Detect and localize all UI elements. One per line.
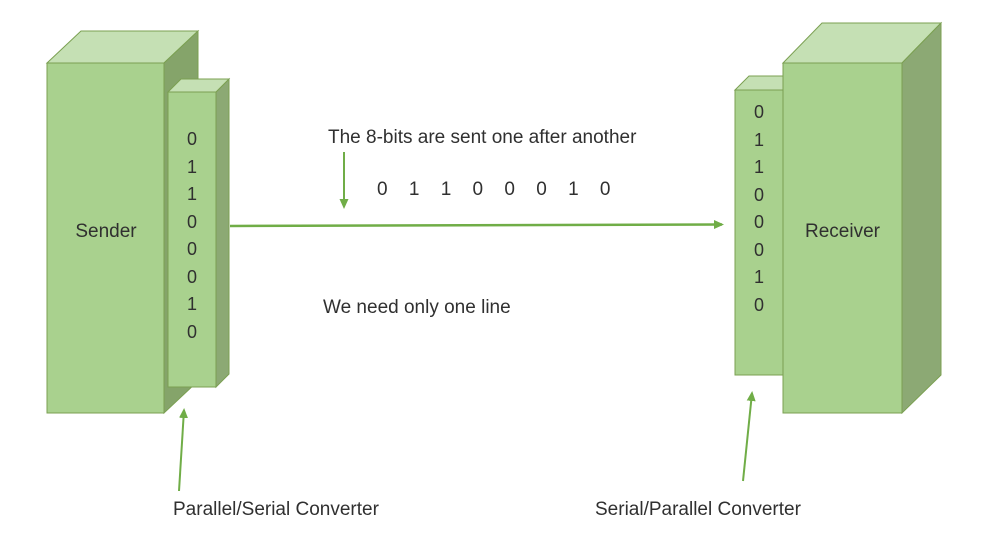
bit: 1 xyxy=(753,129,764,150)
sender-converter-side-face xyxy=(215,77,230,389)
bit: 0 xyxy=(753,239,764,260)
parallel-serial-converter-label: Parallel/Serial Converter xyxy=(173,499,379,520)
bit: 0 xyxy=(186,239,197,259)
bit: 1 xyxy=(753,267,764,287)
bit: 0 xyxy=(186,321,197,342)
bit: 0 xyxy=(753,184,764,205)
bit: 1 xyxy=(753,157,764,177)
sender-label: Sender xyxy=(75,221,137,242)
serial-parallel-pointer-arrow xyxy=(742,391,756,482)
bit: 1 xyxy=(186,184,197,204)
receiver-label: Receiver xyxy=(805,221,880,242)
sender-converter-front-face xyxy=(167,91,217,388)
bit: 0 xyxy=(186,129,197,149)
receiver-box-front-face xyxy=(782,62,903,414)
bit: 1 xyxy=(186,294,197,314)
bit: 0 xyxy=(186,266,197,287)
receiver-bits-column: 0 1 1 0 0 0 1 0 xyxy=(735,99,783,319)
serial-line-arrow xyxy=(229,220,724,230)
serial-annotation: The 8-bits are sent one after another xyxy=(328,127,637,148)
parallel-serial-pointer-arrow xyxy=(178,408,188,492)
bit: 0 xyxy=(753,212,764,232)
bit: 0 xyxy=(753,294,764,315)
receiver-converter-top-face xyxy=(733,75,784,91)
receiver-box-side-face xyxy=(901,21,942,415)
one-line-annotation: We need only one line xyxy=(323,297,511,318)
serial-parallel-converter-label: Serial/Parallel Converter xyxy=(595,499,801,520)
sender-box-front-face xyxy=(46,62,165,414)
sender-bits-column: 0 1 1 0 0 0 1 0 xyxy=(168,126,216,346)
bit: 0 xyxy=(753,102,764,122)
bit: 0 xyxy=(186,211,197,232)
bit: 1 xyxy=(186,156,197,177)
inline-bits: 0 1 1 0 0 0 1 0 xyxy=(377,179,612,200)
